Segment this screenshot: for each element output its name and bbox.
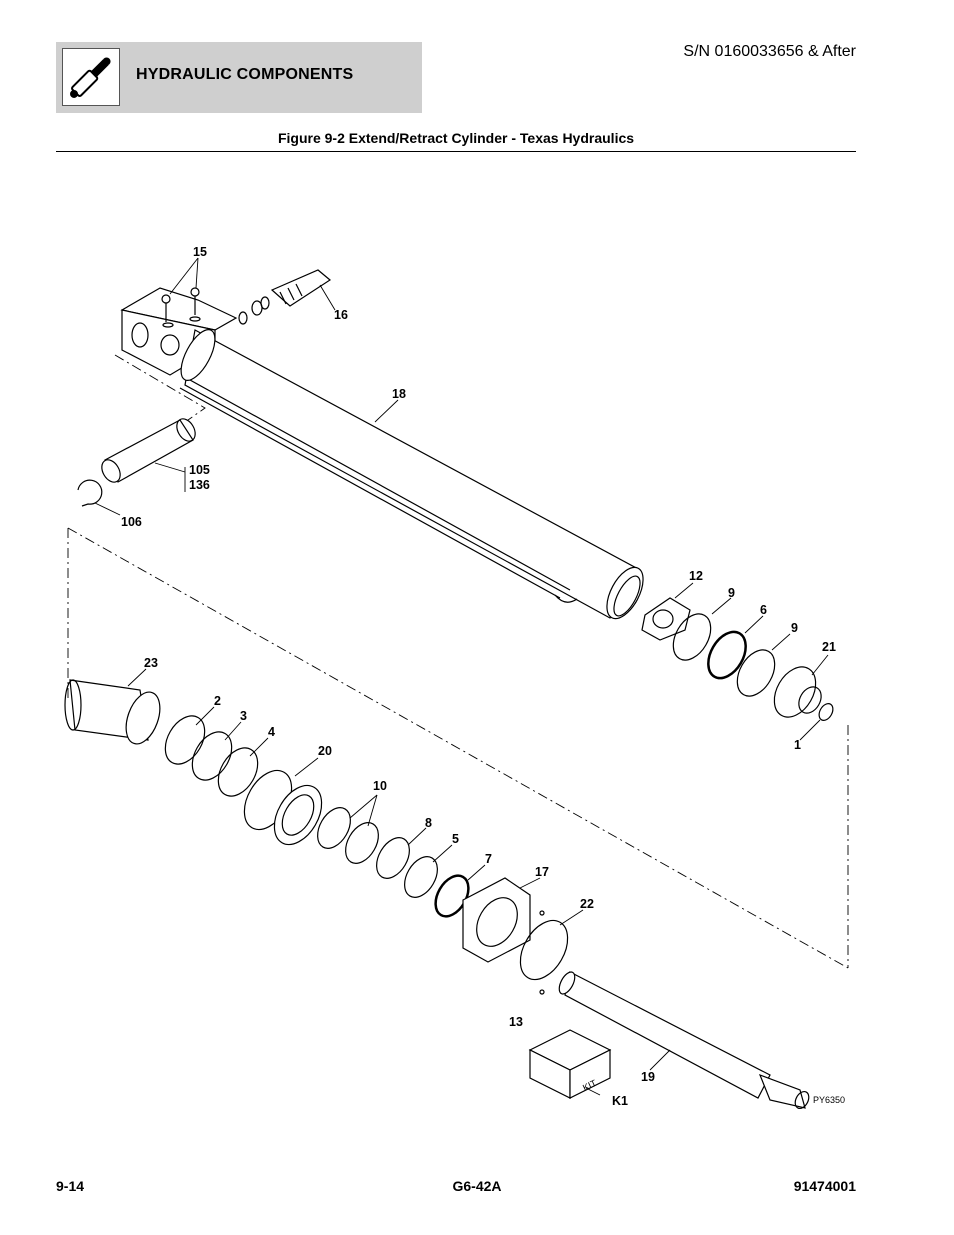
callout-5: 5 — [452, 832, 459, 846]
callout-9-lower: 9 — [791, 621, 798, 635]
callout-106: 106 — [121, 515, 142, 529]
set-screw-13 — [539, 989, 545, 995]
guide-line-upper — [114, 354, 206, 421]
callout-19: 19 — [641, 1070, 655, 1084]
callout-3: 3 — [240, 709, 247, 723]
model-number: G6-42A — [452, 1178, 502, 1194]
drawing-id: PY6350 — [813, 1095, 845, 1105]
callout-15: 15 — [193, 245, 207, 259]
page-number: 9-14 — [56, 1178, 85, 1194]
spacer-23 — [64, 679, 161, 745]
rod-19 — [558, 971, 810, 1110]
leader-lines — [94, 257, 829, 1096]
nut — [641, 597, 691, 641]
callout-8: 8 — [425, 816, 432, 830]
callout-13: 13 — [509, 1015, 523, 1029]
backup-ring-3 — [191, 731, 233, 781]
callout-K1: K1 — [612, 1094, 628, 1108]
callout-12: 12 — [689, 569, 703, 583]
ring-5 — [404, 856, 438, 898]
callout-18: 18 — [392, 387, 406, 401]
seal-6 — [707, 630, 747, 680]
callout-2: 2 — [214, 694, 221, 708]
set-screw-a — [539, 910, 545, 916]
screws — [161, 287, 201, 328]
wear-ring-9a — [672, 613, 712, 661]
callout-1: 1 — [794, 738, 801, 752]
callout-4: 4 — [268, 725, 275, 739]
retaining-ring — [77, 479, 103, 507]
callout-17: 17 — [535, 865, 549, 879]
serial-number: S/N 0160033656 & After — [683, 43, 856, 60]
pin — [101, 418, 196, 483]
callout-16: 16 — [334, 308, 348, 322]
callout-21: 21 — [822, 640, 836, 654]
o-ring-4 — [217, 747, 259, 797]
callout-6: 6 — [760, 603, 767, 617]
gland-17 — [462, 877, 531, 963]
head-20 — [243, 769, 323, 846]
o-ring-2 — [164, 715, 206, 765]
callout-20: 20 — [318, 744, 332, 758]
kit-box — [528, 1029, 612, 1099]
callout-22: 22 — [580, 897, 594, 911]
callout-136: 136 — [189, 478, 210, 492]
piston-21 — [773, 666, 822, 718]
guide-line-diagonal — [67, 527, 849, 969]
lock-ring-22 — [519, 919, 569, 981]
callout-105: 105 — [189, 463, 210, 477]
callout-23: 23 — [144, 656, 158, 670]
cylinder-barrel — [120, 287, 644, 620]
o-ring-1 — [818, 703, 834, 721]
cartridge-valve — [238, 269, 332, 325]
seal-8 — [376, 837, 410, 879]
wear-ring-9b — [736, 649, 776, 697]
wear-ring-10a — [317, 807, 351, 849]
section-title: HYDRAULIC COMPONENTS — [136, 66, 354, 83]
header-rule — [56, 151, 856, 152]
callout-10: 10 — [373, 779, 387, 793]
callout-9-upper: 9 — [728, 586, 735, 600]
document-part-number: 91474001 — [793, 1178, 856, 1194]
callout-7: 7 — [485, 852, 492, 866]
hydraulic-cylinder-icon — [62, 48, 120, 106]
wear-ring-10b — [345, 822, 379, 864]
figure-title: Figure 9-2 Extend/Retract Cylinder - Tex… — [277, 130, 635, 146]
